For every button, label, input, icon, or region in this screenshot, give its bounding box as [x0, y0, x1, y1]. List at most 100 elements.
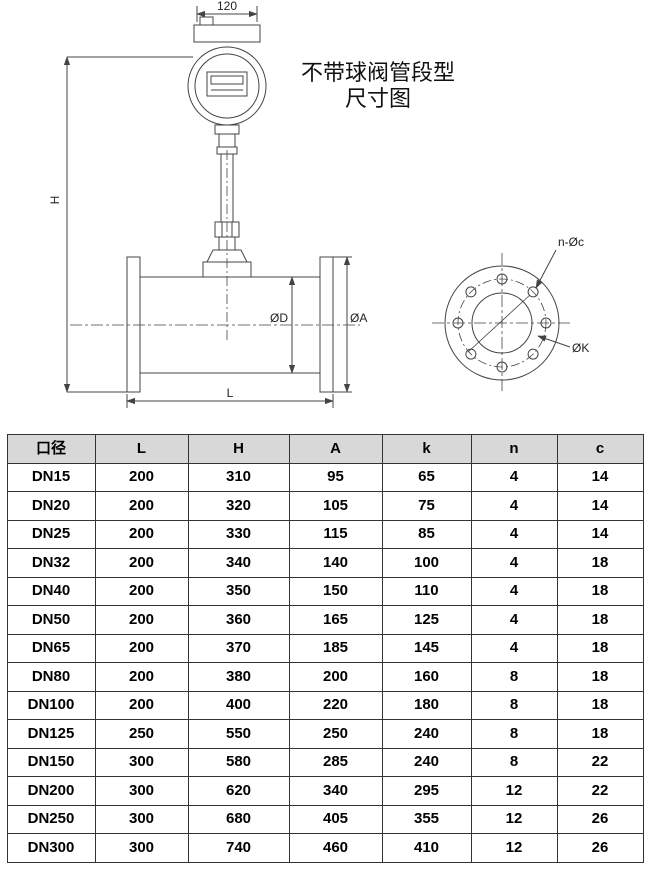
header-n: n	[470, 434, 558, 464]
table-header-row: 口径 L H A k n c	[6, 434, 644, 464]
row-label-cell: DN50	[6, 605, 96, 635]
table-cell: 200	[94, 633, 189, 663]
dim-L-label: L	[227, 386, 234, 400]
table-cell: 18	[556, 548, 644, 578]
table-cell: 150	[288, 576, 383, 606]
table-cell: 580	[187, 747, 290, 777]
table-cell: 18	[556, 633, 644, 663]
table-cell: 250	[94, 719, 189, 749]
row-label-cell: DN200	[6, 776, 96, 806]
table-cell: 355	[381, 804, 472, 834]
table-cell: 405	[288, 804, 383, 834]
table-cell: 200	[94, 605, 189, 635]
table-cell: 4	[470, 519, 558, 549]
table-cell: 22	[556, 747, 644, 777]
row-label-cell: DN250	[6, 804, 96, 834]
table-cell: 200	[94, 548, 189, 578]
table-cell: 4	[470, 576, 558, 606]
flange-end-view	[432, 249, 572, 393]
dim-H	[63, 56, 193, 393]
drawing-title-line2: 尺寸图	[345, 86, 411, 111]
table-cell: 8	[470, 747, 558, 777]
dim-bolt-circle-label: ØK	[572, 341, 589, 355]
table-cell: 26	[556, 833, 644, 863]
dim-H-label: H	[48, 196, 62, 205]
table-cell: 200	[94, 576, 189, 606]
table-cell: 85	[381, 519, 472, 549]
table-cell: 240	[381, 719, 472, 749]
dim-A	[333, 256, 352, 393]
table-cell: 380	[187, 662, 290, 692]
table-cell: 160	[381, 662, 472, 692]
table-cell: 295	[381, 776, 472, 806]
table-cell: 75	[381, 491, 472, 521]
row-label-cell: DN100	[6, 690, 96, 720]
header-A: A	[288, 434, 383, 464]
row-label-cell: DN32	[6, 548, 96, 578]
table-cell: 65	[381, 462, 472, 492]
dim-D-text: ØD	[270, 311, 288, 325]
table-cell: 200	[288, 662, 383, 692]
table-cell: 340	[288, 776, 383, 806]
table-cell: 18	[556, 605, 644, 635]
header-c: c	[556, 434, 644, 464]
table-cell: 110	[381, 576, 472, 606]
table-cell: 22	[556, 776, 644, 806]
row-label-cell: DN150	[6, 747, 96, 777]
table-cell: 18	[556, 576, 644, 606]
drawing-svg: 120	[48, 0, 589, 408]
table-cell: 18	[556, 690, 644, 720]
header-k: k	[381, 434, 472, 464]
technical-drawing: 120	[0, 0, 650, 434]
dim-120	[196, 6, 258, 22]
table-cell: 18	[556, 719, 644, 749]
table-cell: 8	[470, 719, 558, 749]
table-cell: 410	[381, 833, 472, 863]
table-cell: 300	[94, 747, 189, 777]
row-label-cell: DN25	[6, 519, 96, 549]
table-cell: 740	[187, 833, 290, 863]
table-cell: 200	[94, 519, 189, 549]
table-cell: 200	[94, 462, 189, 492]
table-cell: 200	[94, 662, 189, 692]
table-cell: 18	[556, 662, 644, 692]
table-cell: 26	[556, 804, 644, 834]
table-cell: 300	[94, 833, 189, 863]
row-label-cell: DN40	[6, 576, 96, 606]
row-label-cell: DN15	[6, 462, 96, 492]
table-cell: 4	[470, 462, 558, 492]
table-cell: 250	[288, 719, 383, 749]
table-cell: 330	[187, 519, 290, 549]
header-H: H	[187, 434, 290, 464]
table-cell: 100	[381, 548, 472, 578]
table-cell: 8	[470, 690, 558, 720]
table-cell: 360	[187, 605, 290, 635]
table-cell: 350	[187, 576, 290, 606]
table-cell: 680	[187, 804, 290, 834]
table-cell: 165	[288, 605, 383, 635]
table-cell: 4	[470, 605, 558, 635]
dim-120-label: 120	[217, 0, 237, 13]
table-cell: 200	[94, 690, 189, 720]
table-cell: 12	[470, 804, 558, 834]
table-cell: 320	[187, 491, 290, 521]
table-cell: 300	[94, 776, 189, 806]
table-cell: 620	[187, 776, 290, 806]
table-cell: 300	[94, 804, 189, 834]
row-label-cell: DN65	[6, 633, 96, 663]
